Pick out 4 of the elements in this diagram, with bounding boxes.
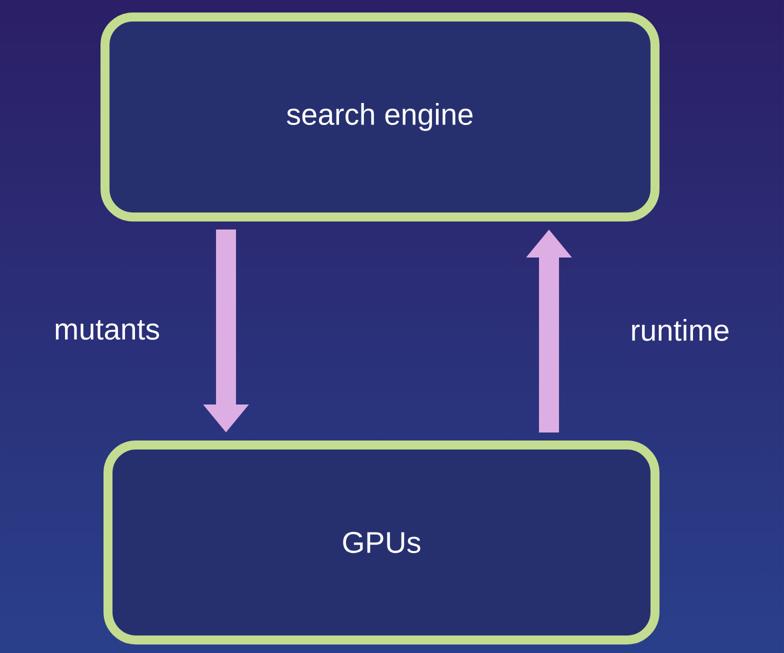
process-box: GPUs [104,440,660,644]
process-box: search engine [100,12,660,222]
edge-label: runtime [632,319,728,341]
edge-label: mutants [56,320,160,340]
